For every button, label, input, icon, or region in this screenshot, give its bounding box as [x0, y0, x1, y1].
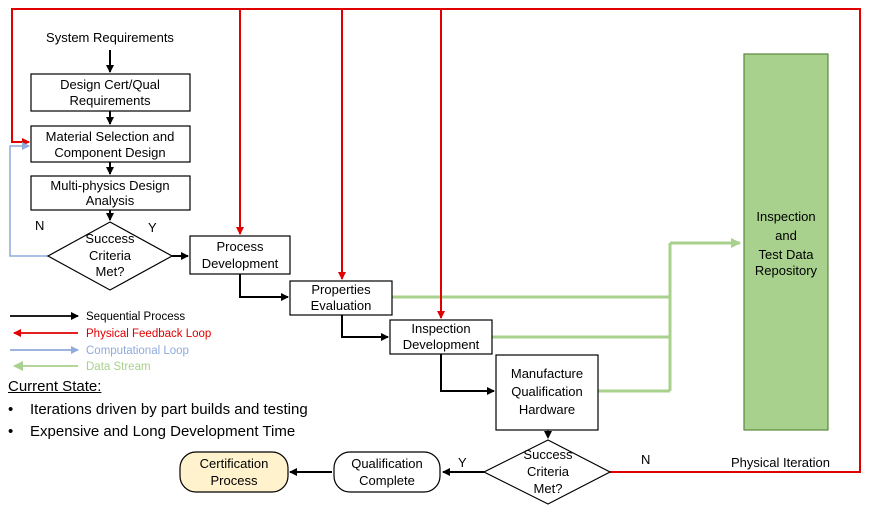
edge-label-y-1: Y: [148, 220, 157, 235]
certification-process-line-2: Process: [211, 473, 258, 488]
repository-label-line-2: and: [775, 228, 797, 243]
edge-label-y-2: Y: [458, 455, 467, 470]
feedback-loop-lines: [11, 8, 861, 473]
success-decision-1-diamond: [46, 221, 174, 291]
inspection-development-box: [389, 319, 493, 355]
manufacture-line-2: Qualification: [511, 384, 583, 399]
process-development-box: [189, 235, 291, 275]
success-decision-1-line-3: Met?: [96, 264, 125, 279]
edge-label-n-1: N: [35, 218, 44, 233]
current-state-list: • Iterations driven by part builds and te…: [8, 399, 308, 443]
legend-datastream-label: Data Stream: [86, 361, 151, 373]
current-state-title: Current State:: [8, 378, 102, 395]
edge-label-physical-iteration: Physical Iteration: [731, 455, 830, 470]
multiphysics-label-line-2: Analysis: [86, 193, 135, 208]
success-decision-2-line-2: Criteria: [527, 464, 570, 479]
repository-label-line-1: Inspection: [756, 209, 815, 224]
manufacture-box: [495, 354, 599, 431]
legend-feedback-label: Physical Feedback Loop: [86, 328, 211, 340]
material-selection-label-line-1: Material Selection and: [46, 129, 175, 144]
system-requirements-label: System Requirements: [46, 30, 174, 45]
current-state-bullet-1: • Iterations driven by part builds and te…: [8, 399, 308, 421]
bullet-dot-icon: •: [8, 423, 14, 440]
seq-properties-to-inspection: [341, 315, 389, 341]
data-stream-lines: [392, 238, 741, 393]
repository-label-line-3: Test Data: [759, 247, 815, 262]
properties-evaluation-box: [289, 280, 393, 316]
current-state-bullet-2-text: Expensive and Long Development Time: [30, 423, 296, 440]
certification-process-box: [179, 451, 289, 493]
multiphysics-label-line-1: Multi-physics Design: [50, 178, 169, 193]
computational-loop-line: [9, 142, 48, 257]
seq-inspection-to-manufacture: [440, 354, 495, 395]
current-state-panel: Current State: • Iterations driven by par…: [8, 378, 308, 443]
design-cert-label-line-1: Design Cert/Qual: [60, 77, 160, 92]
success-decision-1-line-1: Success: [85, 231, 135, 246]
repository-label-line-4: Repository: [755, 263, 818, 278]
legend-computational-label: Computational Loop: [86, 345, 189, 357]
seq-process-to-properties: [239, 274, 289, 301]
properties-evaluation-line-1: Properties: [311, 282, 371, 297]
qualification-complete-line-2: Complete: [359, 473, 415, 488]
sequential-lines: [106, 50, 495, 476]
multiphysics-box: [30, 175, 191, 211]
process-development-line-1: Process: [217, 239, 264, 254]
design-cert-label-line-2: Requirements: [70, 93, 151, 108]
success-decision-2-line-3: Met?: [534, 481, 563, 496]
current-state-bullet-2: • Expensive and Long Development Time: [8, 421, 308, 443]
design-cert-box: [30, 73, 191, 112]
manufacture-line-1: Manufacture: [511, 366, 583, 381]
repository-box: [743, 53, 829, 431]
bullet-dot-icon: •: [8, 401, 14, 418]
success-decision-2-diamond: [482, 439, 612, 505]
success-decision-1-line-2: Criteria: [89, 248, 132, 263]
feedback-main-loop: [238, 8, 861, 473]
current-state-bullet-1-text: Iterations driven by part builds and tes…: [30, 401, 308, 418]
process-development-line-2: Development: [202, 256, 279, 271]
inspection-development-line-2: Development: [403, 337, 480, 352]
legend: Sequential Process Physical Feedback Loo…: [10, 311, 211, 373]
success-decision-2-line-1: Success: [523, 447, 573, 462]
certification-process-line-1: Certification: [200, 456, 269, 471]
material-selection-label-line-2: Component Design: [54, 145, 165, 160]
edge-label-n-2: N: [641, 452, 650, 467]
legend-sequential-label: Sequential Process: [86, 311, 185, 323]
feedback-to-material: [11, 8, 238, 146]
manufacture-line-3: Hardware: [519, 402, 575, 417]
qualification-complete-box: [333, 451, 441, 493]
properties-evaluation-line-2: Evaluation: [311, 298, 372, 313]
inspection-development-line-1: Inspection: [411, 321, 470, 336]
material-selection-box: [30, 125, 191, 163]
qualification-complete-line-1: Qualification: [351, 456, 423, 471]
